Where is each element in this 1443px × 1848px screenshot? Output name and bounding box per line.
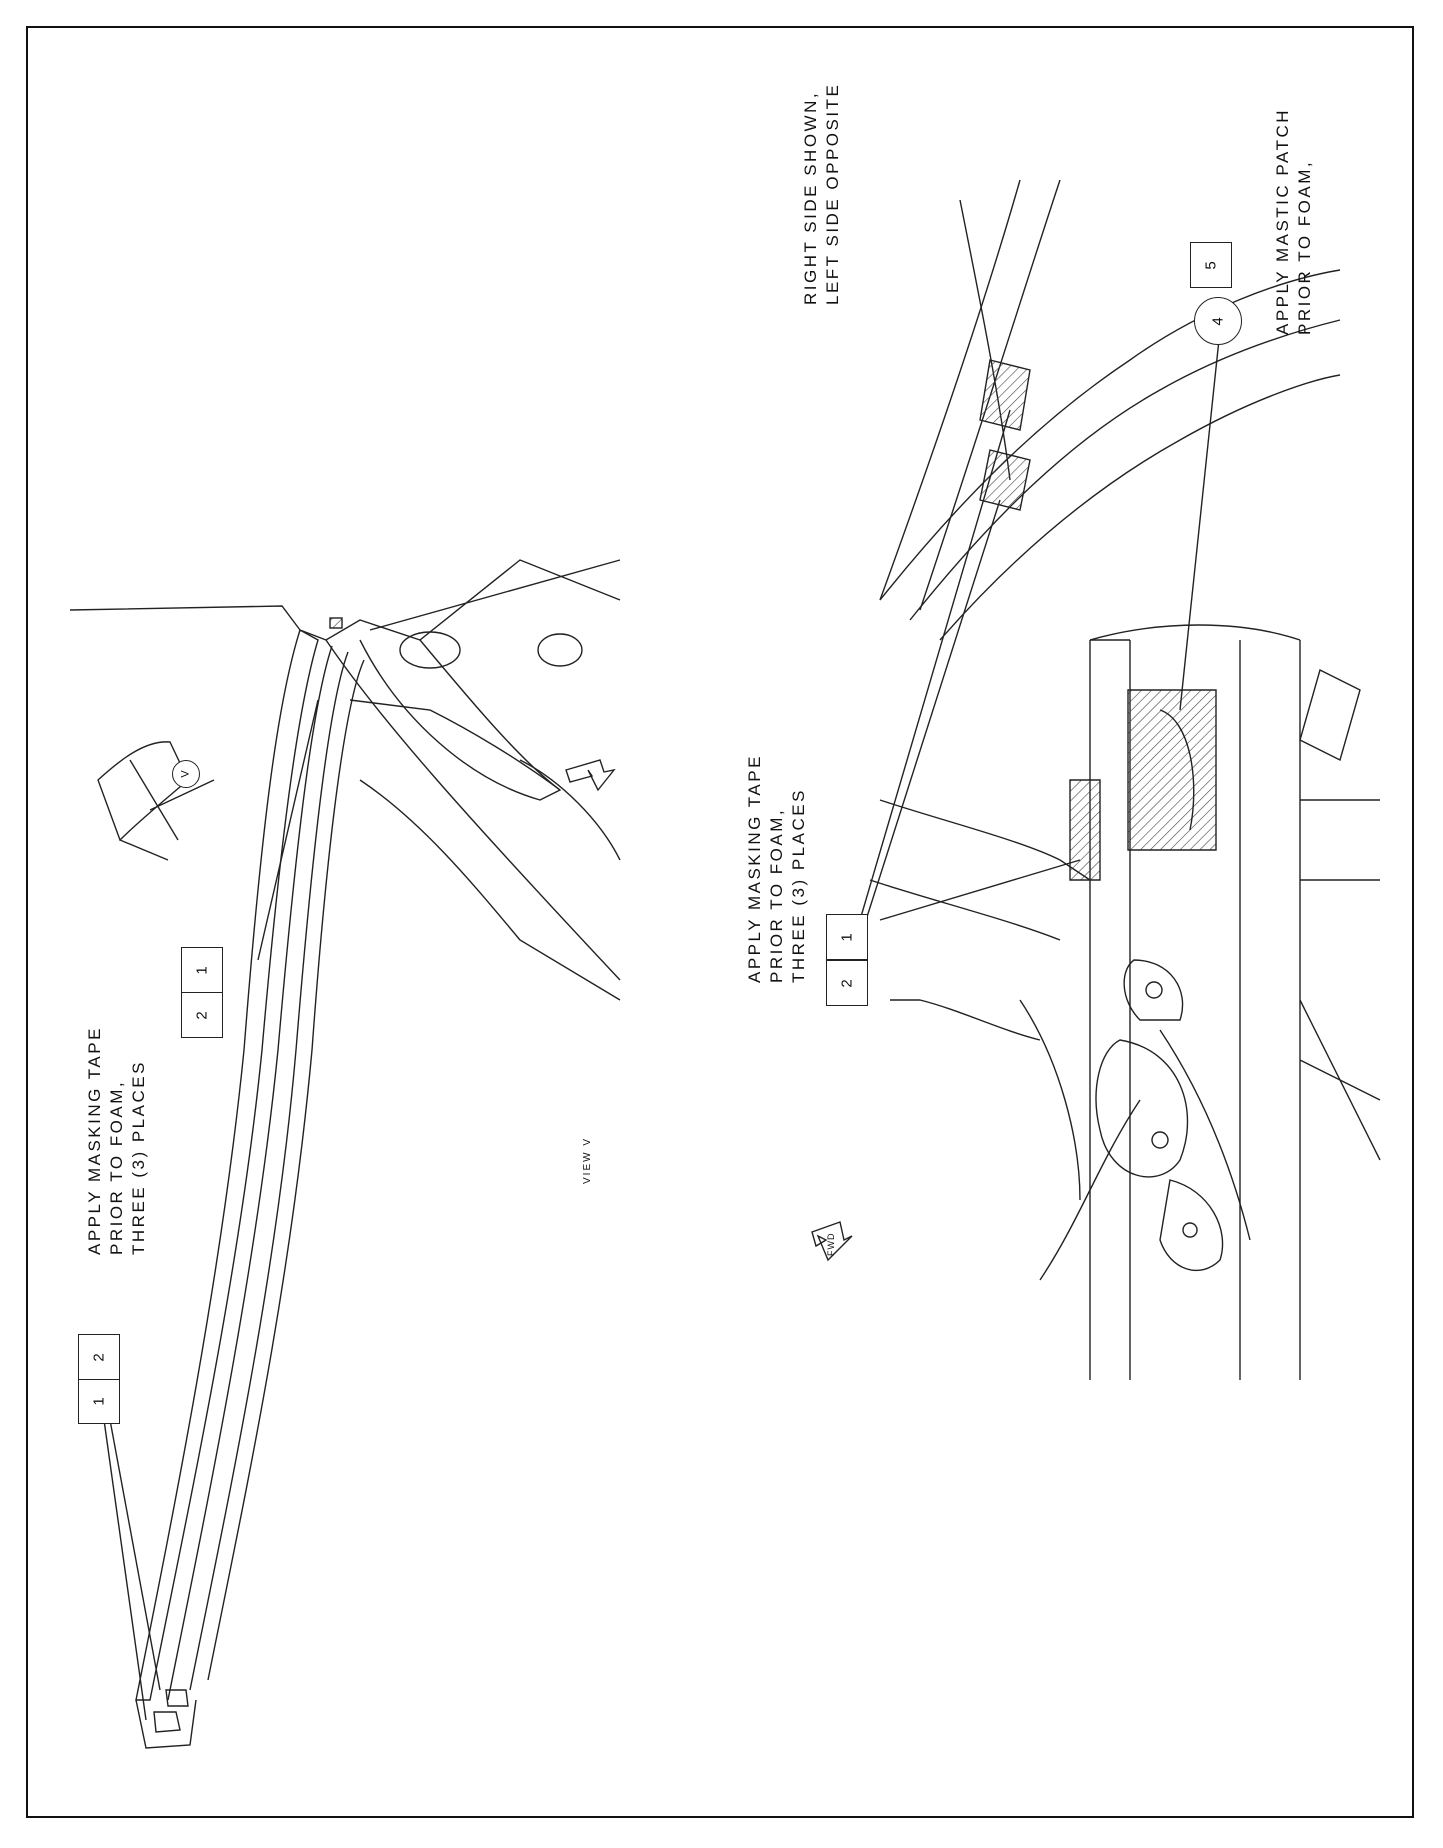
right-fwd-arrow xyxy=(811,1221,853,1262)
right-masking-note: APPLY MASKING TAPE PRIOR TO FOAM, THREE … xyxy=(744,754,810,983)
note-line: RIGHT SIDE SHOWN, xyxy=(801,90,820,305)
callout-box-5: 5 xyxy=(1190,242,1232,288)
left-rail-drawing xyxy=(69,559,621,1749)
callout-box-1-right: 1 xyxy=(826,914,868,960)
callout-circle-4: 4 xyxy=(1194,297,1242,345)
left-fwd-arrow xyxy=(565,759,616,792)
note-line: THREE (3) PLACES xyxy=(129,1060,148,1255)
view-v-reference-sketch xyxy=(97,741,215,861)
note-line: PRIOR TO FOAM, xyxy=(107,1079,126,1255)
note-line: APPLY MASTIC PATCH xyxy=(1273,107,1292,335)
page-frame xyxy=(26,26,1414,1818)
mastic-patch-note: APPLY MASTIC PATCH PRIOR TO FOAM, xyxy=(1272,108,1316,335)
note-line: APPLY MASKING TAPE xyxy=(745,754,764,983)
right-side-shown-note: RIGHT SIDE SHOWN, LEFT SIDE OPPOSITE xyxy=(800,83,844,305)
view-v-label: VIEW V xyxy=(582,1136,593,1184)
note-line: PRIOR TO FOAM, xyxy=(767,807,786,983)
right-sill-drawing xyxy=(869,179,1381,1380)
callout-box-2-top: 2 xyxy=(78,1334,120,1380)
view-v-marker: V xyxy=(172,760,200,788)
left-masking-note: APPLY MASKING TAPE PRIOR TO FOAM, THREE … xyxy=(84,1026,150,1255)
callout-box-1-bottom: 1 xyxy=(181,947,223,993)
note-line: APPLY MASKING TAPE xyxy=(85,1026,104,1255)
callout-box-2-right: 2 xyxy=(826,960,868,1006)
callout-box-1-top: 1 xyxy=(78,1378,120,1424)
fwd-label: FWD xyxy=(826,1232,836,1257)
callout-box-2-bottom: 2 xyxy=(181,992,223,1038)
note-line: LEFT SIDE OPPOSITE xyxy=(823,82,842,305)
left-leaders xyxy=(103,699,319,1721)
note-line: PRIOR TO FOAM, xyxy=(1295,159,1314,335)
note-line: THREE (3) PLACES xyxy=(789,788,808,983)
right-leaders xyxy=(859,329,1221,921)
